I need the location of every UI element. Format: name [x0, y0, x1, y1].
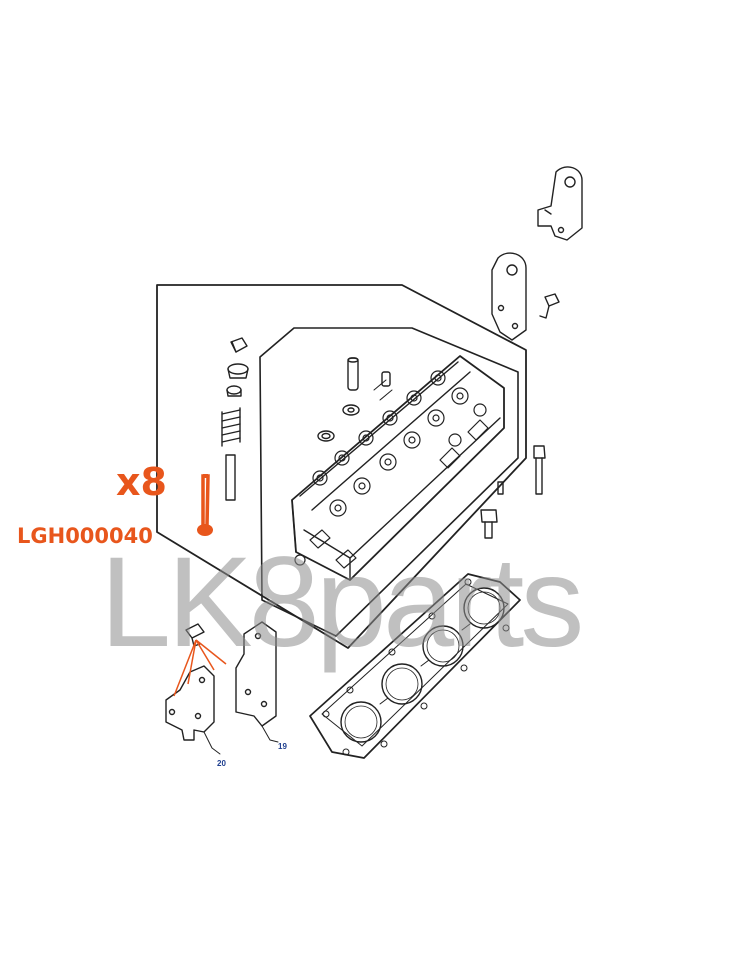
dowel [497, 481, 504, 495]
assembly-frame [156, 284, 527, 649]
valve-seat-insert [317, 430, 335, 442]
valve-guide [347, 357, 359, 391]
part-number-label: LGH000040 [17, 524, 153, 548]
front-plate-19 [235, 621, 279, 743]
valve-spring [221, 407, 241, 447]
inner-frame [259, 327, 519, 637]
camshaft-bores [312, 370, 469, 517]
side-bracket-20 [165, 665, 221, 755]
right-bracket [491, 252, 527, 341]
valve-guide-seal [225, 454, 236, 501]
quantity-label: x8 [116, 460, 167, 504]
long-bolt [533, 445, 546, 495]
gasket-holes [322, 578, 510, 756]
spring-seat [226, 385, 242, 397]
intake-valve-highlight [197, 474, 213, 536]
guide-sleeve [381, 371, 391, 387]
callout-20: 20 [217, 759, 226, 768]
valve-collets [230, 337, 248, 353]
callout-19: 19 [278, 742, 287, 751]
head-gasket [309, 573, 521, 759]
upper-bracket [537, 166, 583, 241]
bracket-bolt [539, 293, 560, 319]
spring-cap [227, 363, 249, 379]
cylinder-head [291, 355, 505, 581]
head-ports [294, 403, 489, 569]
leader-lines [173, 639, 227, 697]
stem-seal [342, 404, 360, 416]
short-bolt [480, 509, 498, 539]
